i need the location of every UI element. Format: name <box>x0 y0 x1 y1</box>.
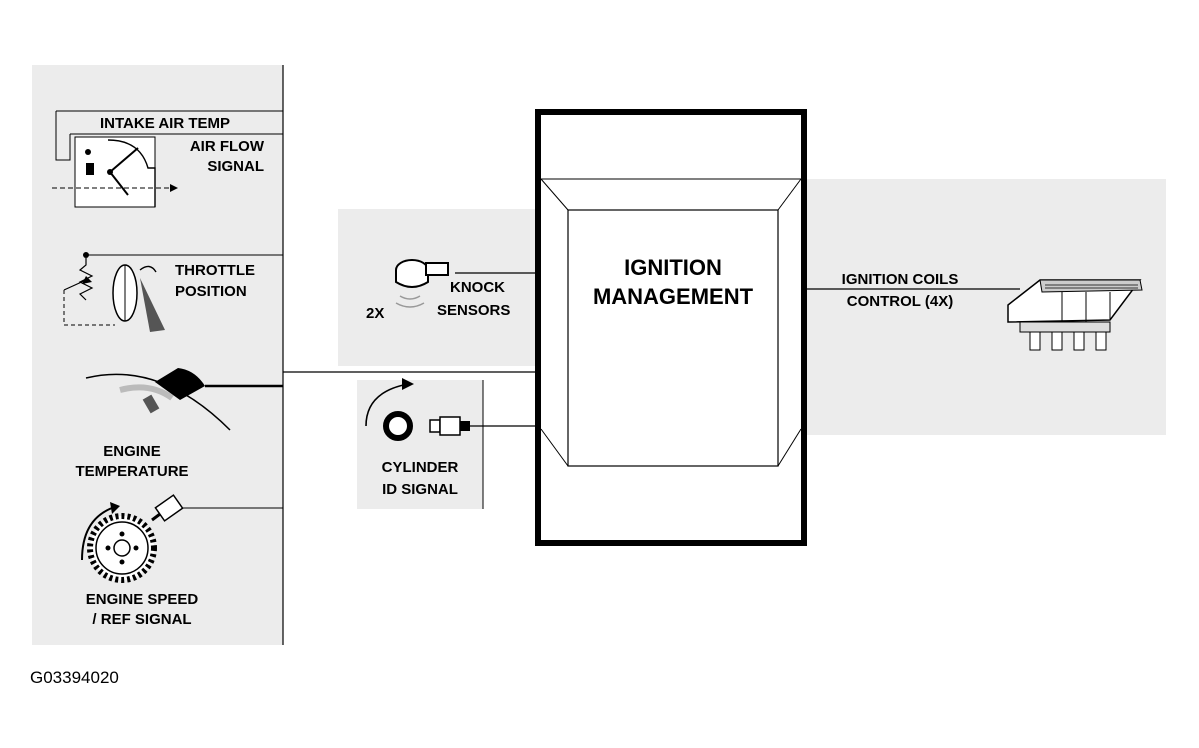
cylinder-id-sensor-icon <box>365 378 470 441</box>
knock-sensor-icon <box>395 259 449 308</box>
ignition-coils-icon <box>1007 279 1143 351</box>
knock-panel <box>338 209 548 366</box>
ignition-module-box <box>535 109 807 546</box>
knock-sensors-label: KNOCK <box>450 279 505 296</box>
throttle-position-label-line2: POSITION <box>175 283 247 300</box>
engine-temperature-sensor-icon <box>85 368 231 431</box>
throttle-position-sensor-icon <box>63 252 165 332</box>
air-flow-label: AIR FLOW <box>190 138 265 155</box>
throttle-position-label: THROTTLE <box>175 262 255 279</box>
ignition-coils-label: IGNITION COILS <box>842 271 959 288</box>
engine-temperature-label-line2: TEMPERATURE <box>75 463 188 480</box>
cylinder-id-label: CYLINDER <box>382 459 459 476</box>
cylinder-panel <box>357 380 483 509</box>
module-title-line2: MANAGEMENT <box>593 284 754 309</box>
module-title: IGNITION <box>624 255 722 280</box>
engine-speed-label-line2: / REF SIGNAL <box>92 611 191 628</box>
inputs-panel <box>32 65 283 645</box>
svg-text:INTAKE AIR TEMP: INTAKE AIR TEMP <box>100 115 230 132</box>
knock-sensors-label-line2: SENSORS <box>437 302 510 319</box>
engine-speed-label: ENGINE SPEED <box>86 591 199 608</box>
ignition-coils-label-line2: CONTROL (4X) <box>847 293 953 310</box>
intake-air-temp-label: INTAKE AIR TEMP <box>96 113 262 133</box>
engine-speed-sensor-icon <box>81 494 184 583</box>
engine-temperature-label: ENGINE <box>103 443 161 460</box>
knock-count-label: 2X <box>366 305 384 322</box>
air-flow-label-line2: SIGNAL <box>207 158 264 175</box>
air-flow-sensor-icon <box>52 111 178 208</box>
figure-id: G03394020 <box>30 668 119 687</box>
cylinder-id-label-line2: ID SIGNAL <box>382 481 458 498</box>
